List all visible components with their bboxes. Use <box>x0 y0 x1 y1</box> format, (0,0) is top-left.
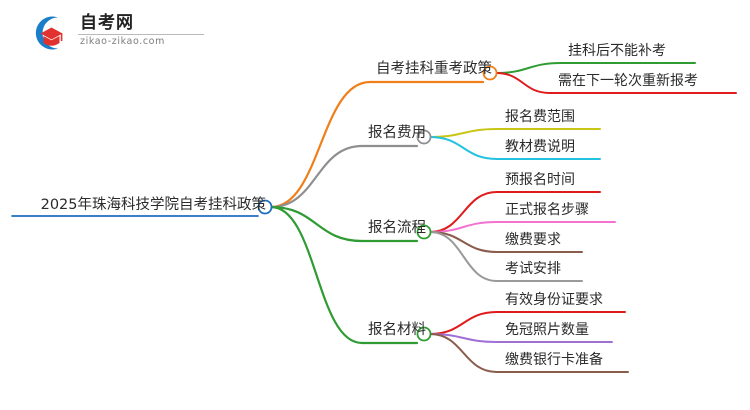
leaf-label-4-2[interactable]: 免冠照片数量 <box>505 322 589 338</box>
map-node <box>416 129 432 145</box>
logo-text: 自考网 zikao-zikao.com <box>78 13 206 48</box>
leaf-label-3-2[interactable]: 正式报名步骤 <box>505 202 589 218</box>
connector-curve <box>269 205 364 345</box>
branch-label-3[interactable]: 报名流程 <box>368 220 426 236</box>
logo-domain: zikao-zikao.com <box>80 36 165 47</box>
branch-label-4[interactable]: 报名材料 <box>368 322 426 338</box>
connector-curve <box>269 80 372 209</box>
leaf-label-4-3[interactable]: 缴费银行卡准备 <box>505 352 603 368</box>
logo-title: 自考网 <box>80 13 134 33</box>
node-group <box>257 65 498 342</box>
edge-group <box>269 62 562 373</box>
underline-group <box>11 62 737 373</box>
leaf-label-1-2[interactable]: 需在下一轮次重新报考 <box>558 73 698 89</box>
connector-curve <box>269 205 364 243</box>
connector-curve <box>429 333 498 373</box>
map-node <box>257 199 273 215</box>
connector-curve <box>429 231 498 282</box>
map-node <box>416 326 432 342</box>
connector-curve <box>429 128 498 138</box>
leaf-label-4-1[interactable]: 有效身份证要求 <box>505 292 603 308</box>
leaf-label-3-4[interactable]: 考试安排 <box>505 261 561 277</box>
connector-curve <box>429 136 498 160</box>
connector-curve <box>429 311 498 335</box>
graduation-cap-icon <box>28 10 74 56</box>
site-logo: 自考网 zikao-zikao.com <box>28 10 208 56</box>
branch-label-1[interactable]: 自考挂科重考政策 <box>376 61 492 77</box>
leaf-label-1-1[interactable]: 挂科后不能补考 <box>568 43 666 59</box>
map-node <box>482 65 498 81</box>
logo-divider <box>78 34 204 35</box>
connector-curve <box>269 144 364 209</box>
leaf-label-3-1[interactable]: 预报名时间 <box>505 172 575 188</box>
connector-curve <box>495 62 562 74</box>
leaf-label-3-3[interactable]: 缴费要求 <box>505 232 561 248</box>
connector-curve <box>429 231 498 253</box>
leaf-label-2-1[interactable]: 报名费范围 <box>505 109 575 125</box>
branch-label-2[interactable]: 报名费用 <box>368 125 426 141</box>
map-node <box>416 224 432 240</box>
connector-curve <box>495 72 551 94</box>
leaf-label-2-2[interactable]: 教材费说明 <box>505 139 575 155</box>
root-node-label[interactable]: 2025年珠海科技学院自考挂科政策 <box>40 197 266 213</box>
